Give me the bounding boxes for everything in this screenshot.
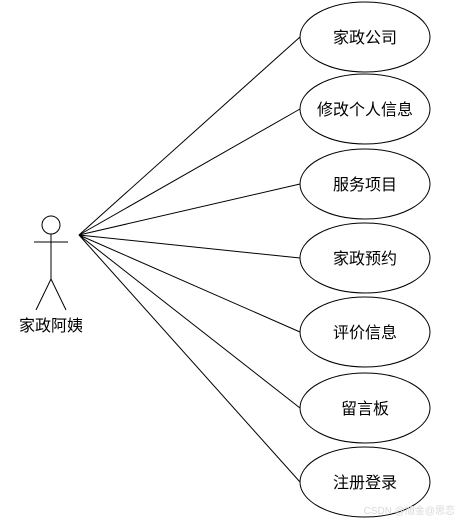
use-case-label: 留言板 — [341, 399, 389, 418]
association-lines — [78, 36, 301, 483]
association-line-5 — [78, 234, 301, 333]
use-case-label: 评价信息 — [333, 323, 397, 342]
use-case-1: 家政公司 — [299, 1, 431, 73]
actor-right-leg — [50, 278, 67, 311]
association-line-1 — [78, 36, 301, 236]
use-case-5: 评价信息 — [299, 296, 431, 368]
use-case-label: 家政公司 — [333, 28, 397, 47]
association-line-7 — [78, 234, 301, 483]
use-case-ellipse — [299, 222, 431, 294]
use-case-6: 留言板 — [299, 372, 431, 444]
association-line-6 — [78, 234, 301, 409]
association-line-2 — [78, 108, 301, 236]
watermark-text: CSDN @旭金@思恋 — [364, 504, 455, 517]
use-case-7: 注册登录 — [299, 446, 431, 518]
use-case-ellipse — [299, 148, 431, 220]
actor-label: 家政阿姨 — [19, 316, 83, 335]
actor-left-leg — [35, 278, 52, 311]
actor: 家政阿姨 — [19, 215, 83, 335]
use-case-label: 家政预约 — [333, 249, 397, 268]
use-case-ellipse — [299, 296, 431, 368]
use-case-label: 注册登录 — [333, 473, 397, 492]
use-case-3: 服务项目 — [299, 148, 431, 220]
use-case-ellipse — [299, 446, 431, 518]
use-case-ellipse — [299, 372, 431, 444]
use-case-4: 家政预约 — [299, 222, 431, 294]
use-case-ellipse — [299, 1, 431, 73]
actor-head — [41, 215, 61, 235]
association-line-4 — [78, 234, 301, 259]
use-case-label: 修改个人信息 — [317, 100, 413, 119]
association-line-3 — [78, 183, 301, 236]
use-case-2: 修改个人信息 — [299, 73, 431, 145]
use-case-ellipse — [299, 73, 431, 145]
use-case-label: 服务项目 — [333, 175, 397, 194]
